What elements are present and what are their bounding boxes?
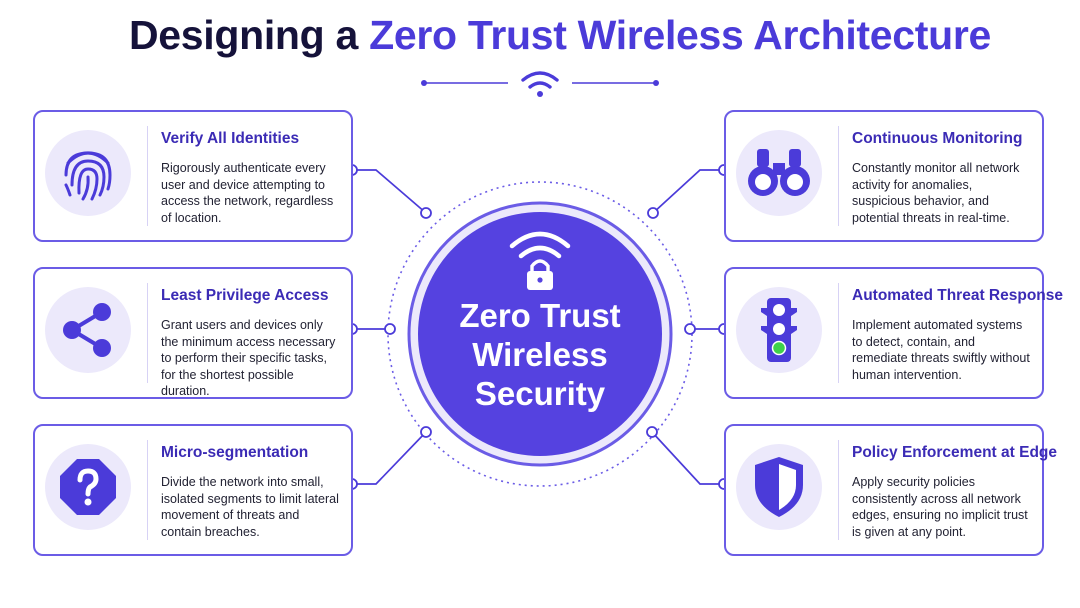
hub-label-line: Wireless <box>472 336 608 373</box>
node-dot <box>646 426 658 438</box>
card-verify-identities: Verify All Identities Rigorously authent… <box>33 110 353 242</box>
hub-label-line: Security <box>474 375 606 412</box>
card-divider <box>147 283 148 383</box>
card-description: Grant users and devices only the minimum… <box>161 318 336 398</box>
card-title: Automated Threat Response <box>852 287 1064 304</box>
card-title: Micro-segmentation <box>161 444 309 461</box>
card-description: Apply security policies consistently acr… <box>852 475 1028 539</box>
node-dot <box>684 323 696 335</box>
card-description: Constantly monitor all network activity … <box>852 161 1020 225</box>
connector-micro-segmentation <box>351 431 427 485</box>
card-description: Divide the network into small, isolated … <box>161 475 339 539</box>
card-continuous-monitoring: Continuous Monitoring Constantly monitor… <box>724 110 1044 242</box>
card-divider <box>147 126 148 226</box>
hub-circle <box>418 212 662 456</box>
hub-label-line: Zero Trust <box>459 297 621 334</box>
card-least-privilege: Least Privilege Access Grant users and d… <box>33 267 353 399</box>
card-divider <box>838 283 839 383</box>
card-micro-segmentation: Micro-segmentation Divide the network in… <box>33 424 353 556</box>
card-description: Rigorously authenticate every user and d… <box>161 161 334 225</box>
question-octagon-icon <box>45 444 131 530</box>
connector-monitoring <box>652 169 725 214</box>
node-dot <box>647 207 659 219</box>
page-title: Designing a Zero Trust Wireless Architec… <box>0 12 1080 59</box>
card-divider <box>838 440 839 540</box>
title-prefix: Designing a <box>128 12 370 58</box>
binoculars-icon <box>736 130 822 216</box>
node-dot <box>420 426 432 438</box>
card-policy-enforcement: Policy Enforcement at Edge Apply securit… <box>724 424 1057 556</box>
connector-policy-edge <box>651 431 725 485</box>
card-title: Policy Enforcement at Edge <box>852 444 1057 461</box>
card-title: Verify All Identities <box>161 130 300 147</box>
node-dot <box>384 323 396 335</box>
hub-label: Zero Trust Wireless Security <box>420 296 660 413</box>
wifi-lock-icon <box>509 231 571 290</box>
card-divider <box>147 440 148 540</box>
card-description: Implement automated systems to detect, c… <box>852 318 1030 382</box>
connector-verify <box>351 169 427 214</box>
card-divider <box>838 126 839 226</box>
node-dot <box>420 207 432 219</box>
title-divider <box>421 80 659 86</box>
fingerprint-icon <box>45 130 131 216</box>
shield-icon <box>736 444 822 530</box>
title-accent: Zero Trust Wireless Architecture <box>369 12 992 58</box>
card-automated-threat-response: Automated Threat Response Implement auto… <box>724 267 1064 399</box>
card-title: Continuous Monitoring <box>852 130 1023 147</box>
card-title: Least Privilege Access <box>161 287 329 304</box>
traffic-light-icon <box>736 287 822 373</box>
share-nodes-icon <box>45 287 131 373</box>
wifi-icon <box>521 71 559 97</box>
